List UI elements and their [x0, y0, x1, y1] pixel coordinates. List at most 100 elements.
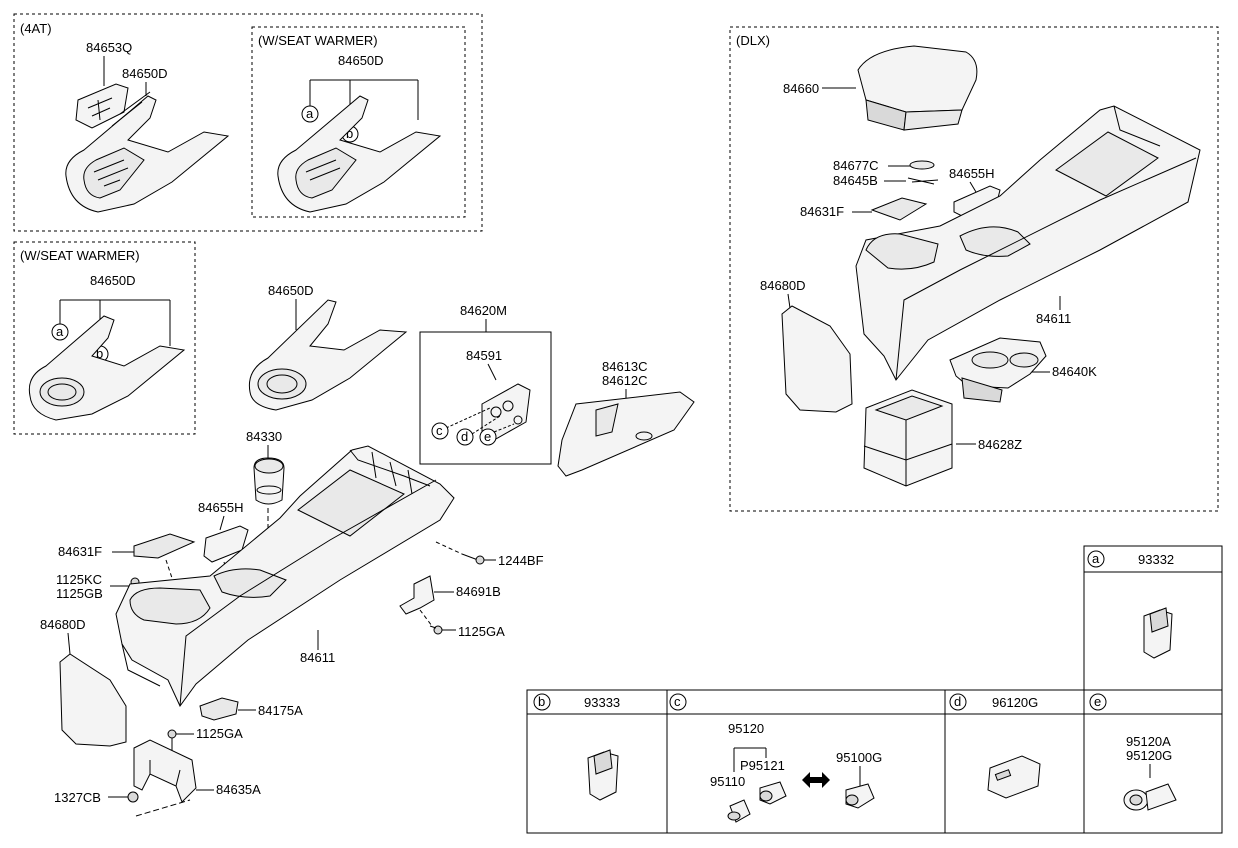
part-label-84628Z: 84628Z — [978, 437, 1022, 452]
svg-text:e: e — [1094, 694, 1101, 709]
part-84611-main-drawing — [115, 445, 455, 707]
switch-93332-drawing — [1143, 607, 1173, 659]
part-84631F-main-drawing — [133, 533, 196, 559]
legend-part-95120A: 95120A — [1126, 734, 1171, 749]
part-label-84650D-mid: 84650D — [268, 283, 314, 298]
legend-callout-d: d — [949, 693, 967, 711]
part-84653Q-drawing — [75, 83, 129, 129]
part-84650D-mid-drawing — [248, 299, 408, 411]
legend-part-95120G: 95120G — [1126, 748, 1172, 763]
part-label-1125GB: 1125GB — [56, 586, 103, 601]
screw-1244BF-drawing — [461, 553, 485, 565]
callout-a-left: a — [51, 323, 69, 341]
svg-text:a: a — [56, 324, 64, 339]
part-label-1125GA-mid: 1125GA — [458, 624, 505, 639]
legend-table — [526, 545, 1223, 834]
part-label-84330: 84330 — [246, 429, 282, 444]
group-label-4at: (4AT) — [20, 21, 52, 36]
legend-callout-b: b — [533, 693, 551, 711]
socket-P95121-drawing — [759, 781, 787, 805]
legend-callout-e: e — [1089, 693, 1107, 711]
svg-text:b: b — [538, 694, 545, 709]
part-label-1327CB: 1327CB — [54, 790, 101, 805]
legend-part-96120G: 96120G — [992, 695, 1038, 710]
part-label-84611-dlx: 84611 — [1036, 311, 1071, 326]
group-box-seat-warmer-top — [251, 26, 466, 218]
part-label-84650D-4at: 84650D — [122, 66, 168, 81]
part-label-84611-main: 84611 — [300, 650, 335, 665]
legend-callout-c: c — [669, 693, 687, 711]
svg-text:c: c — [436, 423, 443, 438]
part-label-84680D-main: 84680D — [40, 617, 86, 632]
nut-1327CB-drawing — [127, 791, 139, 803]
part-84650D-4at-drawing — [65, 91, 230, 213]
group-box-4at — [13, 13, 483, 232]
group-label-dlx: (DLX) — [736, 33, 770, 48]
svg-text:a: a — [1092, 551, 1100, 566]
group-box-seat-warmer-left — [13, 241, 196, 435]
socket-95100G-drawing — [845, 783, 875, 809]
part-label-84612C: 84612C — [602, 373, 648, 388]
svg-text:d: d — [461, 429, 468, 444]
svg-text:e: e — [484, 429, 491, 444]
part-84175A-drawing — [199, 697, 239, 721]
part-label-84640K: 84640K — [1052, 364, 1097, 379]
part-84613C-drawing — [557, 391, 695, 477]
group-label-seat-warmer-left: (W/SEAT WARMER) — [20, 248, 140, 263]
part-label-84650D-seat-left: 84650D — [90, 273, 136, 288]
part-84680D-main-drawing — [59, 653, 127, 747]
part-84677C-drawing — [909, 160, 935, 170]
legend-part-P95121: P95121 — [740, 758, 785, 773]
part-84691B-drawing — [399, 575, 435, 615]
usb-96120G-drawing — [987, 755, 1041, 799]
part-label-84655H-main: 84655H — [198, 500, 244, 515]
switch-93333-drawing — [587, 749, 619, 801]
svg-text:c: c — [674, 694, 681, 709]
part-label-84677C: 84677C — [833, 158, 879, 173]
part-label-84620M: 84620M — [460, 303, 507, 318]
part-84680D-dlx-drawing — [781, 305, 853, 413]
part-label-84660: 84660 — [783, 81, 819, 96]
legend-part-93332: 93332 — [1138, 552, 1174, 567]
part-label-84650D-seat-top: 84650D — [338, 53, 384, 68]
legend-part-93333: 93333 — [584, 695, 620, 710]
legend-part-95110: 95110 — [710, 774, 745, 789]
legend-callout-a: a — [1087, 550, 1105, 568]
legend-part-95120: 95120 — [728, 721, 764, 736]
part-84650D-seat-top-drawing — [277, 95, 442, 213]
part-label-84631F-main: 84631F — [58, 544, 102, 559]
socket-95110-drawing — [727, 799, 751, 823]
part-label-84691B: 84691B — [456, 584, 501, 599]
part-label-84653Q: 84653Q — [86, 40, 132, 55]
part-84660-drawing — [857, 45, 978, 131]
part-label-84645B: 84645B — [833, 173, 878, 188]
part-label-84175A: 84175A — [258, 703, 303, 718]
double-arrow-icon — [802, 772, 830, 788]
part-84640K-drawing — [949, 337, 1047, 403]
part-label-84655H-dlx: 84655H — [949, 166, 995, 181]
svg-text:a: a — [306, 106, 314, 121]
svg-text:d: d — [954, 694, 961, 709]
callout-c-84591: c — [431, 422, 449, 440]
part-84611-dlx-drawing — [855, 105, 1201, 381]
svg-text:b: b — [96, 346, 103, 361]
part-84330-drawing — [253, 457, 285, 505]
callout-d-84591: d — [456, 428, 474, 446]
part-label-1125GA-low: 1125GA — [196, 726, 243, 741]
part-84628Z-drawing — [863, 389, 953, 487]
part-label-84613C: 84613C — [602, 359, 648, 374]
part-84635A-drawing — [133, 739, 197, 803]
part-label-1125KC: 1125KC — [56, 572, 102, 587]
part-label-84591: 84591 — [466, 348, 502, 363]
part-84645B-drawing — [907, 177, 939, 185]
callout-a-top: a — [301, 105, 319, 123]
callout-e-84591: e — [479, 428, 497, 446]
part-label-84680D-dlx: 84680D — [760, 278, 806, 293]
part-84650D-seat-left-drawing — [28, 315, 186, 421]
box-84620M — [419, 331, 552, 465]
part-label-84631F-dlx: 84631F — [800, 204, 844, 219]
group-label-seat-warmer-top: (W/SEAT WARMER) — [258, 33, 378, 48]
part-label-1244BF: 1244BF — [498, 553, 544, 568]
socket-95120A-drawing — [1123, 783, 1177, 811]
